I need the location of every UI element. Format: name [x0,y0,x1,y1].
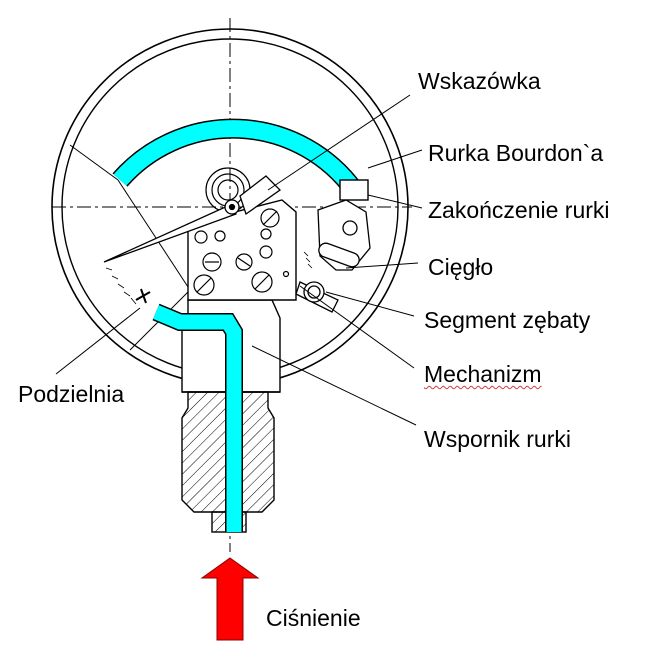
label-toothed-segment: Segment zębaty [424,307,591,333]
sector-teeth [303,251,313,269]
pressure-arrow [200,557,260,641]
label-link: Cięgło [428,254,494,280]
bourdon-tube-fill [113,120,361,196]
label-pressure: Ciśnienie [266,605,361,631]
label-bourdon-tube: Rurka Bourdon`a [428,140,604,166]
label-pointer: Wskazówka [418,68,541,94]
label-tube-end: Zakończenie rurki [428,197,610,223]
mechanism-screws [193,208,290,296]
dial-screw [135,288,151,304]
leader-lines [55,94,423,426]
pointer [103,175,282,263]
label-dial: Podzielnia [18,381,125,407]
tube-end-block [339,179,369,201]
label-tube-support: Wspornik rurki [424,426,571,452]
dial-scale [105,267,137,305]
link-and-sector [295,199,371,313]
tube-lower-fill [153,305,242,532]
label-mechanism: Mechanizm [424,361,542,387]
